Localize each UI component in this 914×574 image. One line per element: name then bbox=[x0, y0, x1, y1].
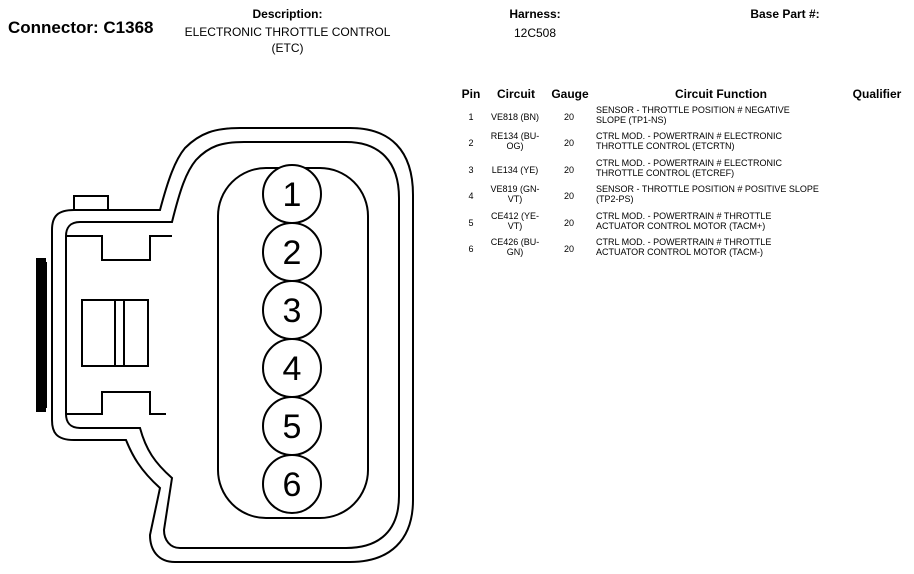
table-row: 2 RE134 (BU- OG) 20 CTRL MOD. - POWERTRA… bbox=[458, 131, 908, 157]
row-gauge: 20 bbox=[563, 165, 574, 175]
row-function-line-1: CTRL MOD. - POWERTRAIN # ELECTRONIC bbox=[596, 158, 783, 168]
description-line-2: (ETC) bbox=[271, 41, 304, 55]
row-circuit-line-2: VT) bbox=[507, 221, 523, 231]
connector-face-diagram: 1 2 3 4 5 6 bbox=[36, 127, 414, 563]
row-function-line-1: CTRL MOD. - POWERTRAIN # THROTTLE bbox=[596, 237, 772, 247]
pin-6 bbox=[262, 454, 322, 514]
connector-side-rib bbox=[36, 258, 46, 412]
row-gauge: 20 bbox=[563, 191, 574, 201]
row-gauge: 20 bbox=[563, 218, 574, 228]
row-circuit-line-1: RE134 (BU- bbox=[490, 131, 540, 141]
connector-outer-shell bbox=[51, 127, 414, 563]
connector-latch-bottom bbox=[66, 391, 166, 415]
row-function-line-1: CTRL MOD. - POWERTRAIN # ELECTRONIC bbox=[596, 131, 783, 141]
row-function-line-1: SENSOR - THROTTLE POSITION # NEGATIVE bbox=[596, 105, 790, 115]
row-circuit-line-2: GN) bbox=[506, 247, 524, 257]
connector-latch-top bbox=[73, 195, 109, 210]
row-circuit-line-1: CE426 (BU- bbox=[490, 237, 540, 247]
table-row: 1 VE818 (BN) 20 SENSOR - THROTTLE POSITI… bbox=[458, 105, 908, 131]
pin-label: 2 bbox=[283, 234, 302, 272]
pin-label: 5 bbox=[283, 408, 302, 446]
column-header-pin: Pin bbox=[461, 87, 481, 101]
column-header-circuit-function: Circuit Function bbox=[675, 87, 767, 101]
pin-label: 3 bbox=[283, 292, 302, 330]
row-circuit-line-2: OG) bbox=[506, 141, 524, 151]
row-pin: 1 bbox=[468, 112, 474, 122]
row-circuit: CE426 (BU- GN) bbox=[484, 237, 546, 257]
row-function-line-1: CTRL MOD. - POWERTRAIN # THROTTLE bbox=[596, 211, 772, 221]
row-function-line-2: (TP2-PS) bbox=[596, 194, 634, 204]
pin-label: 1 bbox=[283, 176, 302, 214]
row-function: SENSOR - THROTTLE POSITION # POSITIVE SL… bbox=[596, 184, 854, 204]
row-pin: 3 bbox=[468, 165, 474, 175]
row-function: SENSOR - THROTTLE POSITION # NEGATIVE SL… bbox=[596, 105, 854, 125]
row-function-line-2: ACTUATOR CONTROL MOTOR (TACM+) bbox=[596, 221, 766, 231]
description-line-1: ELECTRONIC THROTTLE CONTROL bbox=[184, 25, 391, 39]
table-row: 5 CE412 (YE- VT) 20 CTRL MOD. - POWERTRA… bbox=[458, 211, 908, 237]
description-label: Description: bbox=[252, 7, 323, 21]
row-function: CTRL MOD. - POWERTRAIN # ELECTRONIC THRO… bbox=[596, 158, 854, 178]
column-header-gauge: Gauge bbox=[551, 87, 589, 101]
row-pin: 4 bbox=[468, 191, 474, 201]
harness-label: Harness: bbox=[509, 7, 561, 21]
row-circuit: RE134 (BU- OG) bbox=[484, 131, 546, 151]
pin-group: 1 2 3 4 5 6 bbox=[262, 164, 322, 514]
table-row: 3 LE134 (YE) 20 CTRL MOD. - POWERTRAIN #… bbox=[458, 158, 908, 184]
row-circuit: LE134 (YE) bbox=[484, 165, 546, 175]
row-gauge: 20 bbox=[563, 112, 574, 122]
row-function: CTRL MOD. - POWERTRAIN # THROTTLE ACTUAT… bbox=[596, 237, 854, 257]
connector-title: Connector: C1368 bbox=[8, 18, 154, 37]
row-gauge: 20 bbox=[563, 244, 574, 254]
harness-value: 12C508 bbox=[513, 26, 557, 40]
row-circuit-line-2: VT) bbox=[507, 194, 523, 204]
description-value: ELECTRONIC THROTTLE CONTROL (ETC) bbox=[165, 24, 410, 56]
table-row: 4 VE819 (GN- VT) 20 SENSOR - THROTTLE PO… bbox=[458, 184, 908, 210]
row-function-line-2: ACTUATOR CONTROL MOTOR (TACM-) bbox=[596, 247, 763, 257]
pin-label: 4 bbox=[283, 350, 302, 388]
column-header-circuit: Circuit bbox=[496, 87, 535, 101]
row-pin: 5 bbox=[468, 218, 474, 228]
row-circuit-line-1: CE412 (YE- bbox=[490, 211, 540, 221]
pin-label: 6 bbox=[283, 466, 302, 504]
row-pin: 6 bbox=[468, 244, 474, 254]
row-function: CTRL MOD. - POWERTRAIN # ELECTRONIC THRO… bbox=[596, 131, 854, 151]
row-function-line-1: SENSOR - THROTTLE POSITION # POSITIVE SL… bbox=[596, 184, 819, 194]
row-circuit: VE819 (GN- VT) bbox=[484, 184, 546, 204]
row-circuit-line-1: LE134 (YE) bbox=[491, 165, 539, 175]
row-circuit: VE818 (BN) bbox=[484, 112, 546, 122]
connector-latch-step bbox=[66, 235, 172, 261]
row-pin: 2 bbox=[468, 138, 474, 148]
column-header-qualifier: Qualifier bbox=[852, 87, 902, 101]
row-function-line-2: THROTTLE CONTROL (ETCRTN) bbox=[596, 141, 735, 151]
connector-inner-shell bbox=[65, 141, 400, 549]
row-circuit-line-1: VE818 (BN) bbox=[490, 112, 540, 122]
table-row: 6 CE426 (BU- GN) 20 CTRL MOD. - POWERTRA… bbox=[458, 237, 908, 263]
row-function-line-2: SLOPE (TP1-NS) bbox=[596, 115, 667, 125]
row-gauge: 20 bbox=[563, 138, 574, 148]
row-function: CTRL MOD. - POWERTRAIN # THROTTLE ACTUAT… bbox=[596, 211, 854, 231]
row-function-line-2: THROTTLE CONTROL (ETCREF) bbox=[596, 168, 735, 178]
base-part-label: Base Part #: bbox=[750, 7, 820, 21]
row-circuit-line-1: VE819 (GN- bbox=[490, 184, 540, 194]
row-circuit: CE412 (YE- VT) bbox=[484, 211, 546, 231]
